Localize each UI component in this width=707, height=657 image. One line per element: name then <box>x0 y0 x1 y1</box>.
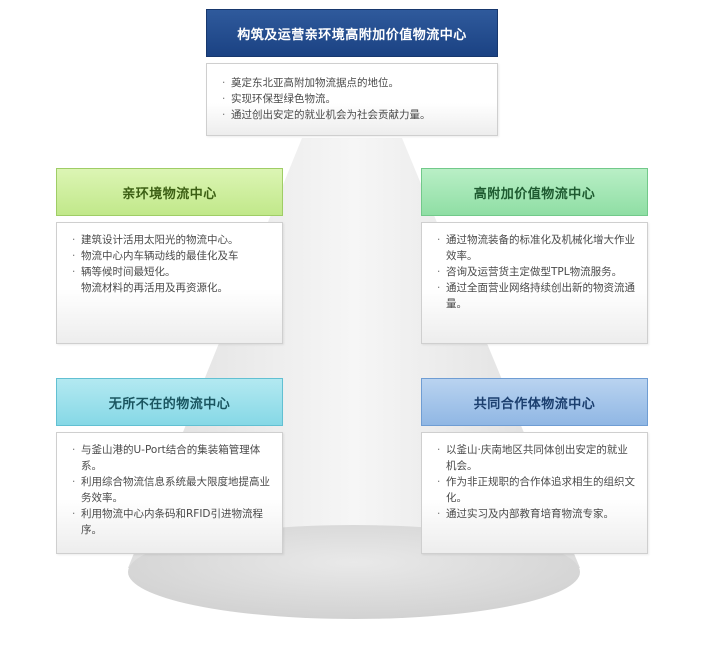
ubiquitous-box: 与釜山港的U-Port结合的集装箱管理体系。 利用综合物流信息系统最大限度地提高… <box>56 432 283 554</box>
list-item: 实现环保型绿色物流。 <box>222 91 487 107</box>
eco-list: 建筑设计活用太阳光的物流中心。 物流中心内车辆动线的最佳化及车 辆等候时间最短化… <box>72 232 272 296</box>
top-box: 奠定东北亚高附加物流据点的地位。 实现环保型绿色物流。 通过创出安定的就业机会为… <box>206 63 498 136</box>
partner-box: 以釜山·庆南地区共同体创出安定的就业机会。 作为非正规职的合作体追求相生的组织文… <box>421 432 648 554</box>
list-item: 咨询及运营货主定做型TPL物流服务。 <box>437 264 637 280</box>
ubiquitous-list: 与釜山港的U-Port结合的集装箱管理体系。 利用综合物流信息系统最大限度地提高… <box>72 442 272 538</box>
partner-title: 共同合作体物流中心 <box>473 396 596 412</box>
partner-header: 共同合作体物流中心 <box>421 378 648 426</box>
eco-box: 建筑设计活用太阳光的物流中心。 物流中心内车辆动线的最佳化及车 辆等候时间最短化… <box>56 222 283 344</box>
top-title: 构筑及运营亲环境高附加价值物流中心 <box>237 27 467 43</box>
eco-title: 亲环境物流中心 <box>122 186 217 202</box>
value-list: 通过物流装备的标准化及机械化增大作业效率。 咨询及运营货主定做型TPL物流服务。… <box>437 232 637 312</box>
list-item: 通过物流装备的标准化及机械化增大作业效率。 <box>437 232 637 264</box>
list-item: 以釜山·庆南地区共同体创出安定的就业机会。 <box>437 442 637 474</box>
partner-list: 以釜山·庆南地区共同体创出安定的就业机会。 作为非正规职的合作体追求相生的组织文… <box>437 442 637 522</box>
list-item: 利用综合物流信息系统最大限度地提高业务效率。 <box>72 474 272 506</box>
list-item: 通过创出安定的就业机会为社会贡献力量。 <box>222 107 487 123</box>
value-title: 高附加价值物流中心 <box>473 186 596 202</box>
list-item: 辆等候时间最短化。 <box>72 264 272 280</box>
list-item: 建筑设计活用太阳光的物流中心。 <box>72 232 272 248</box>
value-box: 通过物流装备的标准化及机械化增大作业效率。 咨询及运营货主定做型TPL物流服务。… <box>421 222 648 344</box>
eco-header: 亲环境物流中心 <box>56 168 283 216</box>
top-header: 构筑及运营亲环境高附加价值物流中心 <box>206 9 498 57</box>
list-item: 利用物流中心内条码和RFID引进物流程序。 <box>72 506 272 538</box>
ubiquitous-header: 无所不在的物流中心 <box>56 378 283 426</box>
list-item: 通过全面营业网络持续创出新的物资流通量。 <box>437 280 637 312</box>
list-item: 奠定东北亚高附加物流据点的地位。 <box>222 75 487 91</box>
list-item: 物流中心内车辆动线的最佳化及车 <box>72 248 272 264</box>
list-item: 通过实习及内部教育培育物流专家。 <box>437 506 637 522</box>
list-item: 与釜山港的U-Port结合的集装箱管理体系。 <box>72 442 272 474</box>
value-header: 高附加价值物流中心 <box>421 168 648 216</box>
top-list: 奠定东北亚高附加物流据点的地位。 实现环保型绿色物流。 通过创出安定的就业机会为… <box>222 75 487 123</box>
ubiquitous-title: 无所不在的物流中心 <box>108 396 231 412</box>
list-item: 作为非正规职的合作体追求相生的组织文化。 <box>437 474 637 506</box>
list-item: 物流材料的再活用及再资源化。 <box>81 282 228 294</box>
